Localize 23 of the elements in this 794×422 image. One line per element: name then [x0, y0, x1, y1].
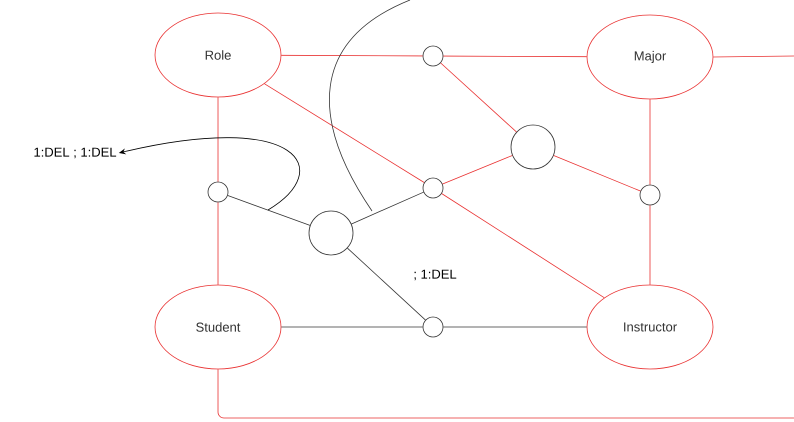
- connector-line: [227, 195, 310, 226]
- edge-label: ; 1:DEL: [412, 268, 458, 282]
- connector-line: [347, 248, 426, 320]
- connector-line: [351, 192, 424, 224]
- relationship-circle: [422, 316, 444, 338]
- connector-line: [281, 54, 423, 56]
- relationship-circle: [308, 210, 354, 256]
- relationship-circle: [640, 184, 660, 206]
- connector-line: [553, 155, 641, 192]
- connector-line: [218, 369, 794, 418]
- relationship-circle: [422, 46, 444, 66]
- connector-line: [281, 326, 423, 328]
- connector-line: [264, 83, 425, 183]
- connector-line: [441, 193, 605, 298]
- relationship-circle: [510, 124, 556, 170]
- connector-line: [440, 62, 517, 132]
- relationship-circle: [422, 178, 444, 198]
- connector-line: [442, 155, 513, 184]
- text-label: 1:DEL ; 1:DEL: [34, 148, 116, 158]
- connector-line: [443, 326, 587, 328]
- connector-line: [443, 56, 587, 58]
- connector-line: [713, 56, 794, 58]
- relationship-circle: [208, 182, 228, 202]
